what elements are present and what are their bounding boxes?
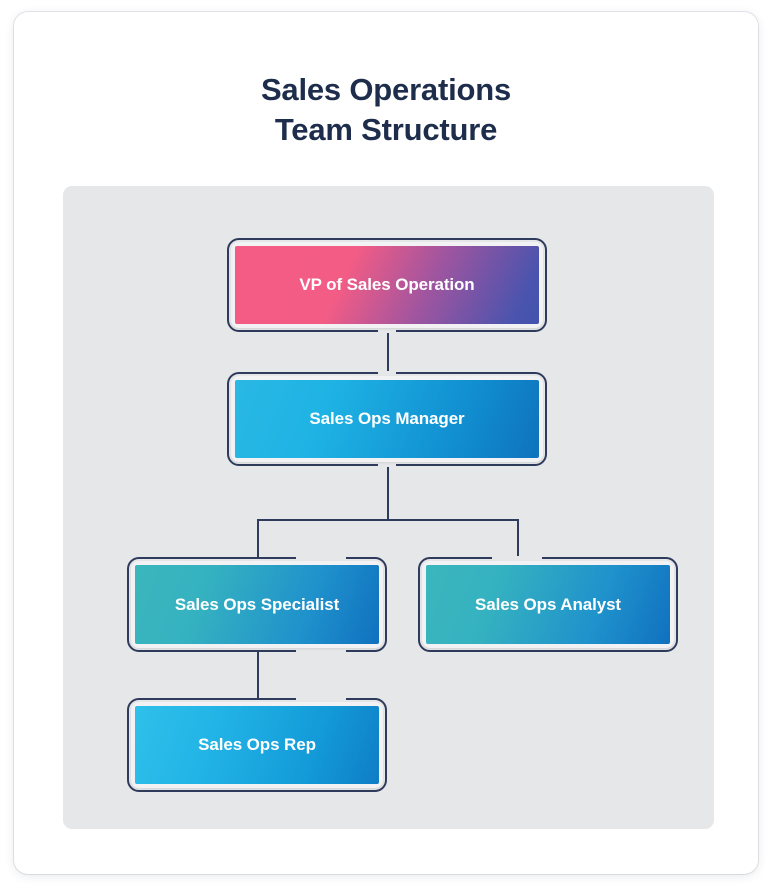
outline-gap-bottom xyxy=(378,463,396,467)
outline-gap-bottom xyxy=(378,329,396,333)
connector-vp-to-manager xyxy=(387,332,389,372)
org-node-manager[interactable]: Sales Ops Manager xyxy=(227,371,547,467)
connector-split-bar xyxy=(257,519,519,521)
chart-card: Sales Operations Team Structure xyxy=(14,12,758,874)
org-node-fill: Sales Ops Manager xyxy=(235,380,539,458)
connector-manager-trunk xyxy=(387,466,389,519)
outline-gap-top xyxy=(296,556,346,560)
org-node-specialist[interactable]: Sales Ops Specialist xyxy=(127,556,387,653)
page-title-line-2: Team Structure xyxy=(274,112,498,147)
org-node-fill: Sales Ops Rep xyxy=(135,706,379,784)
org-node-analyst[interactable]: Sales Ops Analyst xyxy=(418,556,678,652)
outline-gap-top xyxy=(296,697,346,701)
org-node-fill: Sales Ops Analyst xyxy=(426,565,670,644)
org-node-fill: VP of Sales Operation xyxy=(235,246,539,324)
org-node-outline xyxy=(418,557,678,652)
org-node-label: Sales Ops Manager xyxy=(309,409,465,428)
org-node-label: Sales Ops Analyst xyxy=(474,594,621,614)
outline-gap-bottom xyxy=(296,649,346,653)
connector-to-specialist xyxy=(257,519,259,557)
org-node-vp[interactable]: VP of Sales Operation xyxy=(227,238,547,333)
org-node-label: Sales Ops Rep xyxy=(198,735,316,754)
org-node-label: VP of Sales Operation xyxy=(299,275,475,294)
org-node-fill: Sales Ops Specialist xyxy=(135,565,379,644)
org-node-outline xyxy=(127,557,387,652)
connector-to-analyst xyxy=(517,519,519,557)
org-node-label: Sales Ops Specialist xyxy=(174,594,340,614)
org-chart-panel: VP of Sales Operation Sales Ops Manager xyxy=(63,186,714,829)
org-node-outline xyxy=(127,698,387,792)
page-title-line-1: Sales Operations xyxy=(260,72,512,107)
outline-gap-top xyxy=(492,556,542,560)
org-node-rep[interactable]: Sales Ops Rep xyxy=(127,697,387,792)
page-title: Sales Operations Team Structure xyxy=(14,70,758,150)
connector-specialist-to-rep xyxy=(257,652,259,698)
outline-gap-top xyxy=(378,371,396,375)
